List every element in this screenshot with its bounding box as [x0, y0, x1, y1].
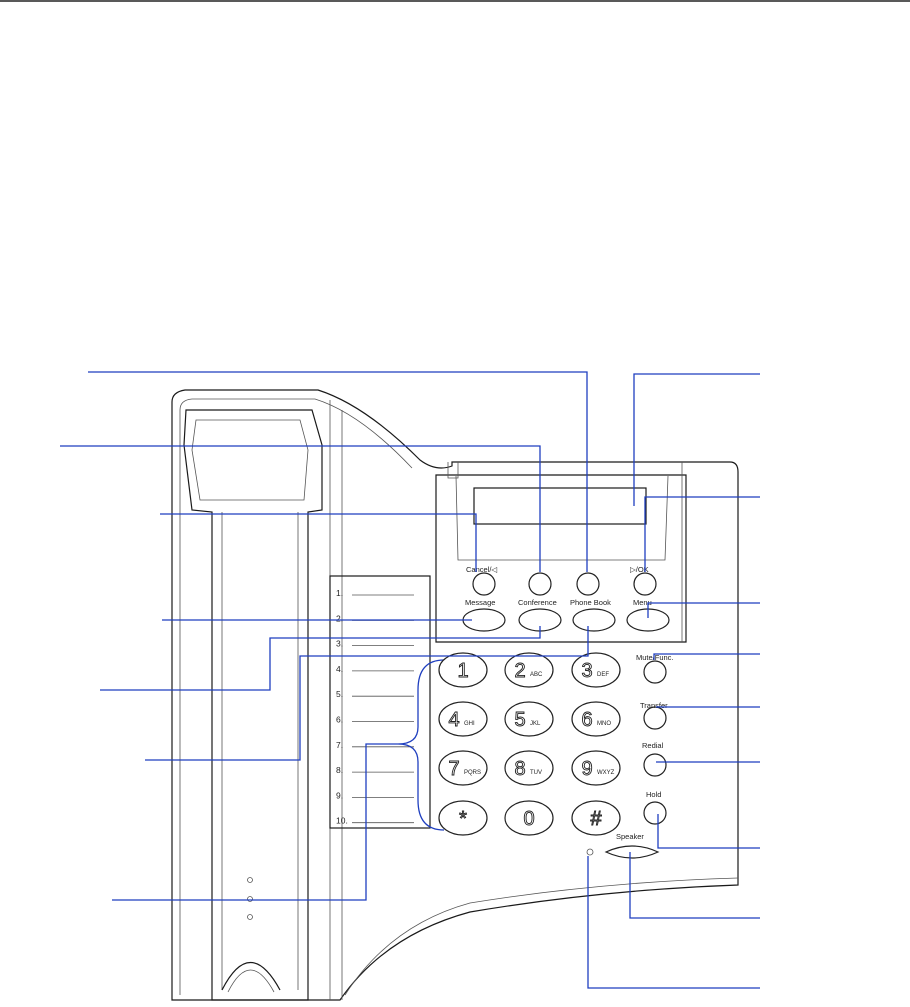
phone-book-label: Phone Book: [570, 598, 611, 607]
key-digit: 6: [581, 709, 592, 731]
transfer-button[interactable]: [643, 706, 667, 730]
redial-label: Redial: [642, 741, 664, 750]
speaker-button[interactable]: [604, 845, 660, 859]
mute-button[interactable]: [643, 660, 667, 684]
callout-hold: [657, 814, 760, 849]
callout-keypad: [112, 743, 398, 901]
lcd-screen: [473, 487, 647, 525]
speaker-label: Speaker: [616, 832, 644, 841]
hold-label: Hold: [646, 790, 661, 799]
callout-mic: [587, 856, 760, 989]
conference-label: Conference: [518, 598, 557, 607]
key-letters: MNO: [597, 721, 611, 727]
phone-book-button[interactable]: [572, 608, 616, 632]
memory-label: 10.: [336, 816, 348, 826]
function-keys-top: [472, 572, 657, 596]
key-digit: 7: [448, 758, 459, 780]
message-label: Message: [465, 598, 495, 607]
key-7[interactable]: [438, 750, 488, 786]
key-digit: 4: [448, 709, 459, 731]
memory-label: 6.: [336, 715, 343, 725]
function-keys-middle: [462, 608, 670, 632]
phone-body: [171, 389, 739, 1001]
key-1[interactable]: [438, 652, 488, 688]
key-8[interactable]: [504, 750, 554, 786]
callout-menu: [647, 602, 760, 618]
key-digit: 1: [457, 660, 468, 682]
memory-label: 7.: [336, 740, 343, 750]
callout-ok: [644, 496, 760, 572]
callout-conference-nav: [60, 445, 541, 572]
function-keys-right: [643, 660, 667, 825]
memory-label: 2.: [336, 613, 343, 623]
hold-button[interactable]: [643, 801, 667, 825]
callout-phone-book: [145, 626, 589, 761]
key-star[interactable]: [438, 800, 488, 836]
callout-lines: [60, 371, 760, 989]
memory-label: 8.: [336, 765, 343, 775]
key-3[interactable]: [571, 652, 621, 688]
key-digit: 5: [514, 709, 525, 731]
key-9[interactable]: [571, 750, 621, 786]
memory-card: 1. 2. 3. 4. 5. 6. 7. 8. 9. 10.: [329, 575, 431, 829]
conference-nav-button[interactable]: [528, 572, 552, 596]
callout-phone-book-nav: [88, 371, 588, 572]
key-letters: JKL: [530, 721, 541, 727]
cancel-button[interactable]: [472, 572, 496, 596]
ok-label: ▷/OK: [630, 565, 649, 574]
memory-label: 5.: [336, 689, 343, 699]
key-digit: 2: [514, 660, 525, 682]
redial-button[interactable]: [643, 753, 667, 777]
key-digit: 8: [514, 758, 525, 780]
key-letters: DEF: [597, 672, 609, 678]
key-letters: PQRS: [464, 770, 481, 776]
mic-hole: [586, 848, 594, 856]
callout-conference: [100, 626, 541, 691]
callout-display: [633, 373, 760, 506]
callout-mute: [653, 653, 760, 660]
memory-label: 3.: [336, 639, 343, 649]
key-5[interactable]: [504, 701, 554, 737]
mute-label: Mute/Func.: [636, 653, 674, 662]
menu-label: Menu: [633, 598, 652, 607]
key-digit: 9: [581, 758, 592, 780]
key-4[interactable]: [438, 701, 488, 737]
transfer-label: Transfer: [640, 701, 668, 710]
key-0[interactable]: [504, 800, 554, 836]
memory-label: 1.: [336, 588, 343, 598]
key-digit: *: [459, 808, 467, 830]
key-6[interactable]: [571, 701, 621, 737]
key-2[interactable]: [504, 652, 554, 688]
callout-cancel: [160, 513, 477, 572]
key-letters: TUV: [530, 770, 542, 776]
key-letters: GHI: [464, 721, 475, 727]
cancel-label: Cancel/◁: [466, 565, 498, 574]
callout-speaker: [629, 852, 760, 919]
keypad-bracket: [397, 659, 445, 831]
memory-label: 4.: [336, 664, 343, 674]
key-letters: ABC: [530, 672, 543, 678]
key-hash[interactable]: [571, 800, 621, 836]
key-digit: 0: [523, 808, 534, 830]
key-digit: #: [590, 808, 602, 830]
key-letters: WXYZ: [597, 770, 615, 776]
key-digit: 3: [581, 660, 592, 682]
ok-button[interactable]: [633, 572, 657, 596]
phone-book-nav-button[interactable]: [576, 572, 600, 596]
memory-label: 9.: [336, 790, 343, 800]
display-housing: [435, 462, 687, 643]
